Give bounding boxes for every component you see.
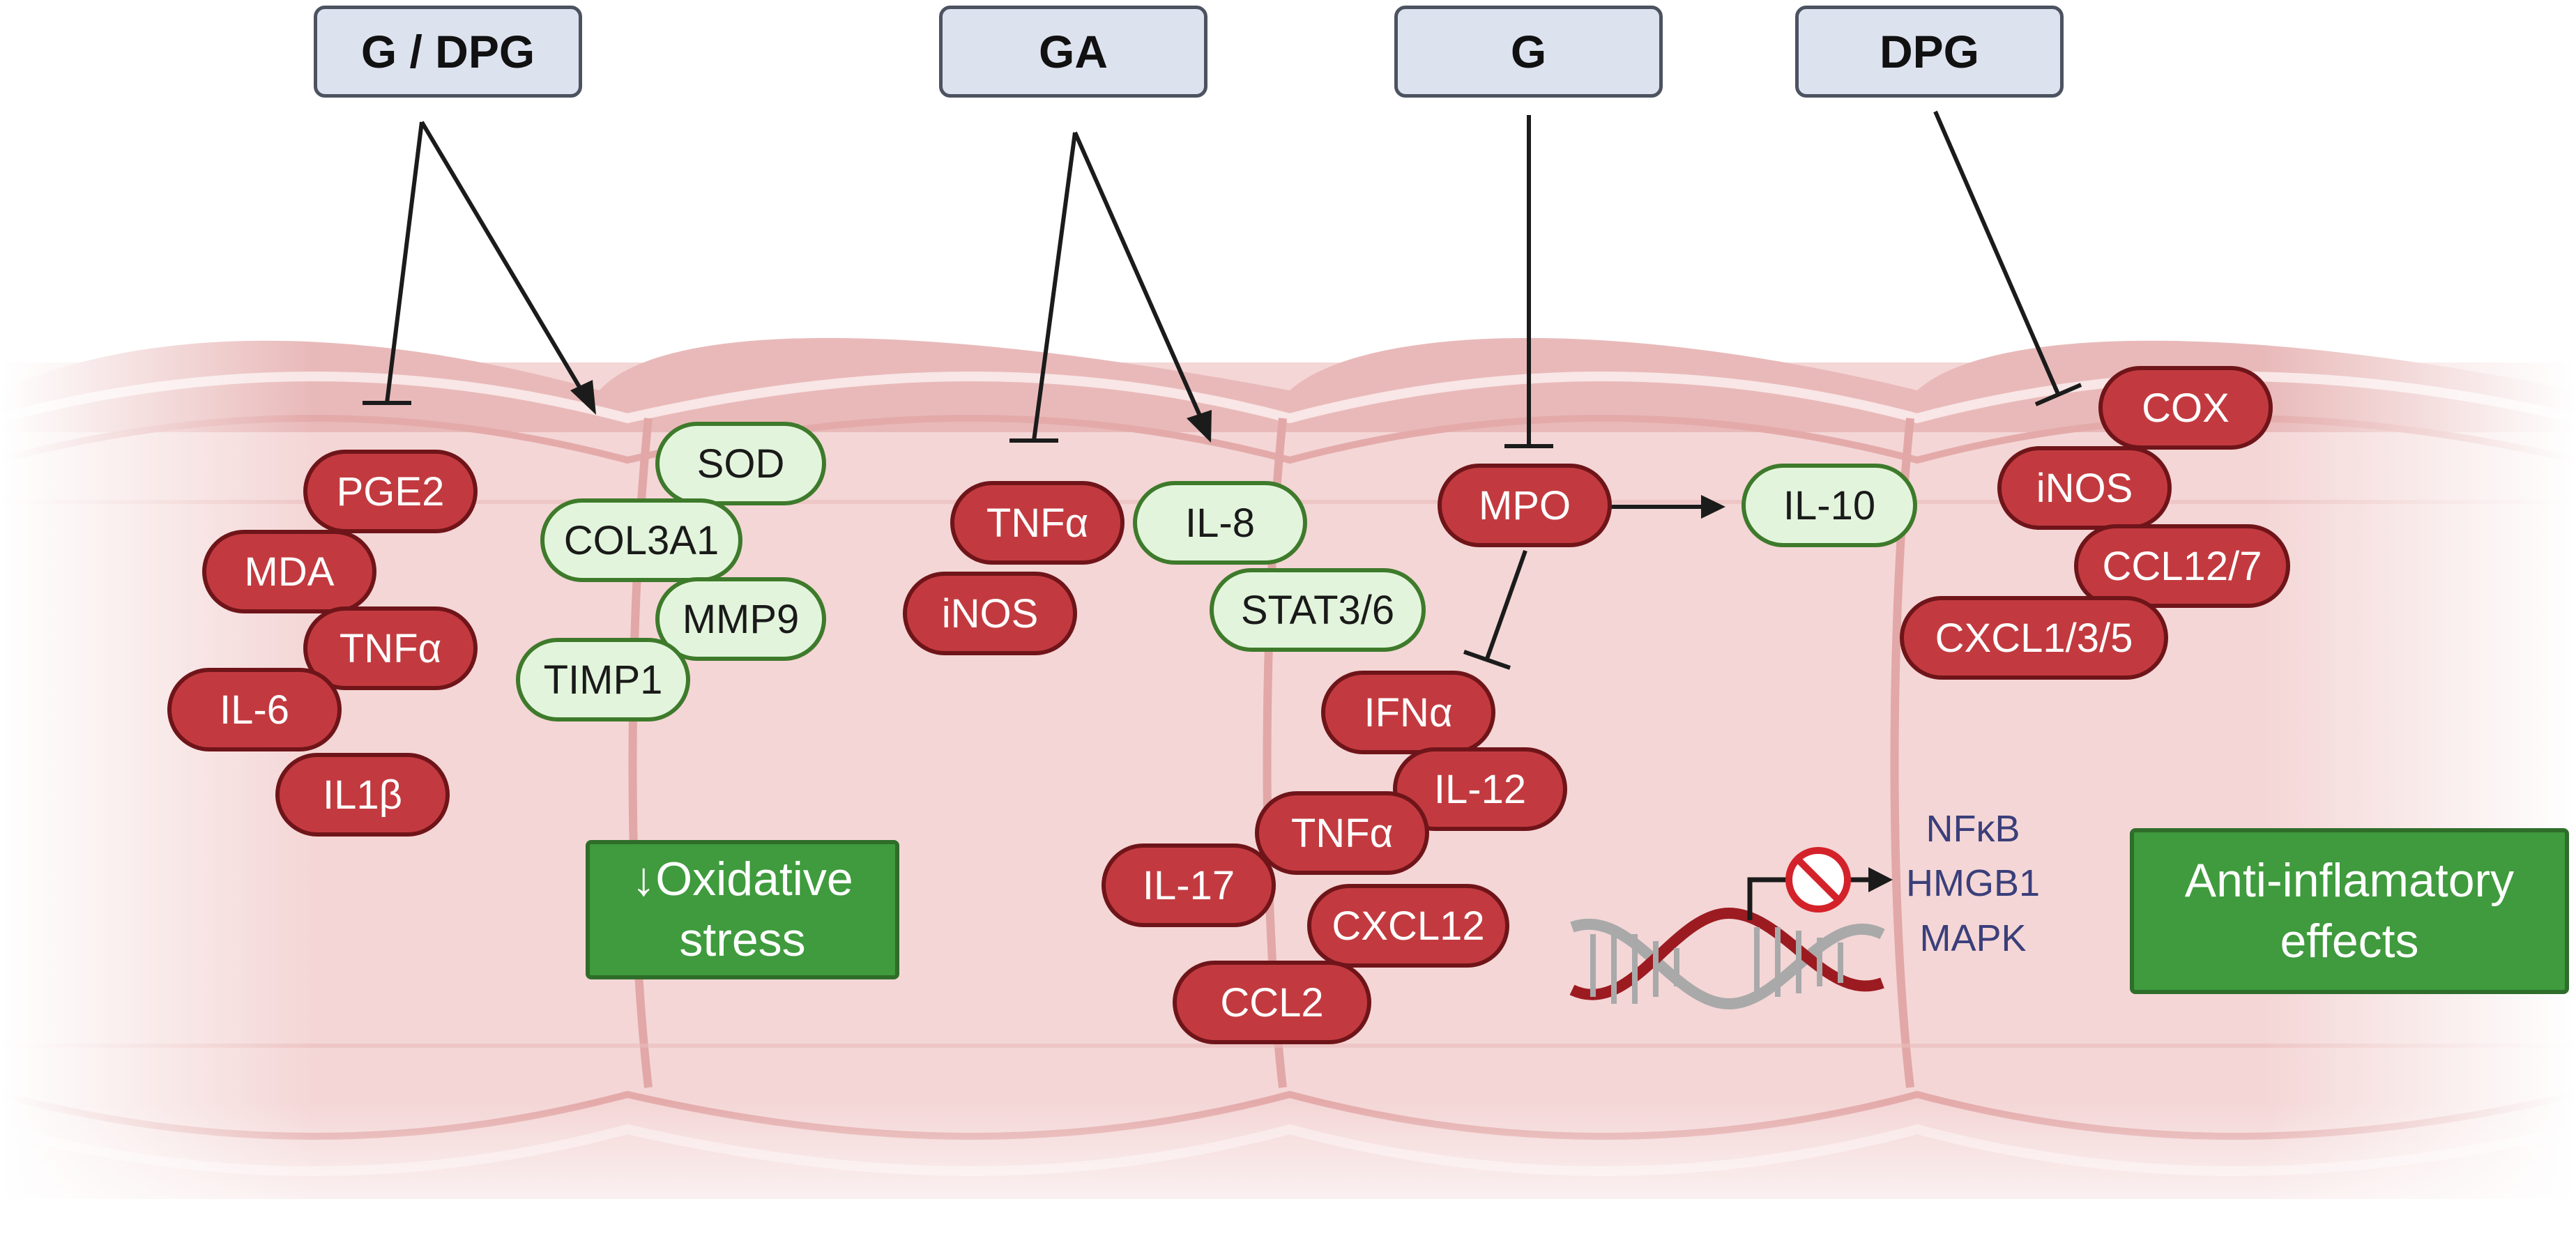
effect-oxidative-line2: stress (679, 913, 806, 966)
marker-tnfa: TNFα (1255, 791, 1429, 875)
marker-cxcl135: CXCL1/3/5 (1900, 596, 2168, 680)
inhibition-arrow (1933, 110, 2060, 395)
marker-inos: iNOS (903, 572, 1077, 655)
inhibition-arrow (385, 121, 424, 404)
inhibition-bar (2034, 383, 2082, 406)
marker-ccl2: CCL2 (1173, 961, 1371, 1044)
effect-oxidative-stress: ↓Oxidative stress (586, 840, 899, 979)
marker-stat36: STAT3/6 (1210, 568, 1426, 652)
inhibition-bar (1463, 650, 1511, 670)
marker-il6: IL-6 (167, 668, 342, 751)
dna-helix-icon (1569, 867, 1893, 1010)
marker-il10: IL-10 (1742, 464, 1917, 547)
pathway-hmgb1: HMGB1 (1905, 862, 2041, 905)
marker-col3a1: COL3A1 (540, 498, 742, 582)
marker-mmp9: MMP9 (655, 577, 826, 661)
prohibition-icon (1785, 847, 1851, 913)
effect-anti-inflammatory-line2: effects (2280, 915, 2419, 968)
effect-anti-inflammatory-line1: Anti-inflamatory (2184, 853, 2515, 907)
pathway-mapk: MAPK (1919, 917, 2027, 959)
marker-ifna: IFNα (1321, 671, 1495, 754)
marker-tnfa: TNFα (303, 606, 478, 690)
activation-arrow (420, 121, 590, 402)
marker-sod: SOD (655, 422, 826, 505)
marker-il8: IL-8 (1133, 481, 1307, 565)
effect-oxidative-line1: ↓Oxidative (632, 852, 853, 906)
treatment-label-ga: GA (939, 6, 1207, 98)
activation-arrowhead (570, 380, 596, 415)
activation-arrowhead (1701, 495, 1725, 519)
inhibition-arrow (1032, 132, 1077, 441)
regulation-arrows (363, 110, 2082, 670)
treatment-label-dpg: DPG (1795, 6, 2064, 98)
marker-mpo: MPO (1438, 464, 1612, 547)
marker-inos: iNOS (1997, 446, 2172, 530)
treatment-label-g: G (1394, 6, 1663, 98)
pathway-list: NFκB HMGB1 MAPK (1903, 802, 2043, 965)
marker-tnfa: TNFα (950, 481, 1125, 565)
marker-pge2: PGE2 (303, 450, 478, 533)
marker-mda: MDA (202, 530, 376, 613)
effect-anti-inflammatory: Anti-inflamatory effects (2130, 828, 2569, 994)
pathway-nfkb: NFκB (1926, 808, 2020, 850)
activation-arrow (1073, 131, 1207, 428)
marker-il1b: IL1β (275, 753, 450, 837)
inhibition-arrow (1485, 549, 1527, 660)
marker-ccl127: CCL12/7 (2074, 524, 2290, 608)
marker-cox: COX (2098, 366, 2273, 450)
marker-cxcl12: CXCL12 (1307, 884, 1509, 968)
activation-arrowhead (1187, 410, 1212, 443)
marker-timp1: TIMP1 (516, 638, 690, 722)
treatment-label-g-dpg: G / DPG (314, 6, 582, 98)
marker-il17: IL-17 (1102, 843, 1276, 927)
